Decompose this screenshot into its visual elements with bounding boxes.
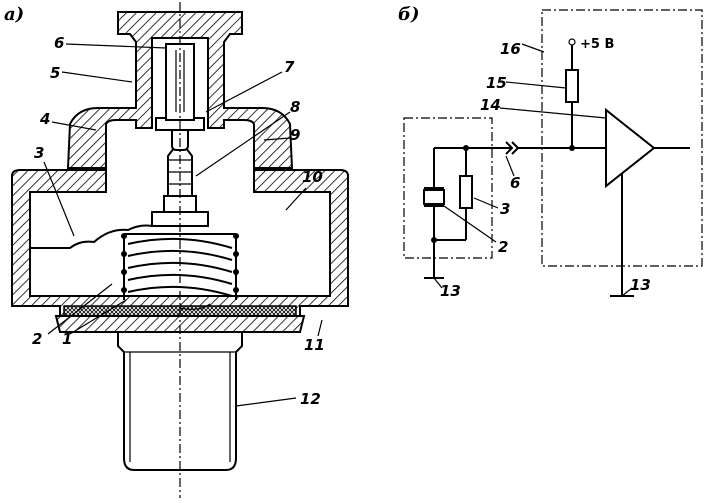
shunt-resistor [459,175,473,209]
supply-label: +5 В [580,37,614,52]
callout-2: 2 [32,330,42,348]
supply-terminal [568,38,576,46]
callout-9: 9 [290,126,300,144]
panel-b-heading: б) [398,4,420,25]
sensor-box [403,117,493,259]
callout-leaders-a [43,43,323,407]
callout-b-16: 16 [500,40,521,58]
circuit-diagram: б) +5 В [398,4,703,297]
callout-11: 11 [304,336,325,354]
piezo-element-symbol [423,189,445,205]
callout-4: 4 [39,110,50,128]
callout-b-6: 6 [510,174,520,192]
callout-labels-a: а) 6 5 4 3 7 8 9 10 2 1 11 12 [4,4,325,408]
callout-12: 12 [300,390,321,408]
callout-leaders-b [433,43,633,297]
callout-b-14: 14 [480,96,501,114]
callout-labels-b: 16 15 14 6 3 2 13 13 [440,40,651,300]
signal-wire [30,224,153,249]
amplifier-symbol [605,107,656,189]
callout-8: 8 [290,98,300,116]
callout-5: 5 [50,64,60,82]
callout-3: 3 [34,144,44,162]
pullup-resistor [565,69,579,103]
callout-b-15: 15 [486,74,507,92]
callout-b-3: 3 [500,200,510,218]
callout-b-13-sensor: 13 [440,282,461,300]
connector-cap [66,11,294,169]
callout-1: 1 [62,330,72,348]
panel-a-heading: а) [4,4,24,25]
callout-7: 7 [284,58,295,76]
base-plate [54,315,306,333]
sensor-cross-section [11,2,349,498]
callout-10: 10 [302,168,323,186]
callout-b-2: 2 [498,238,508,256]
callout-6: 6 [54,34,64,52]
callout-b-13-amp: 13 [630,276,651,294]
